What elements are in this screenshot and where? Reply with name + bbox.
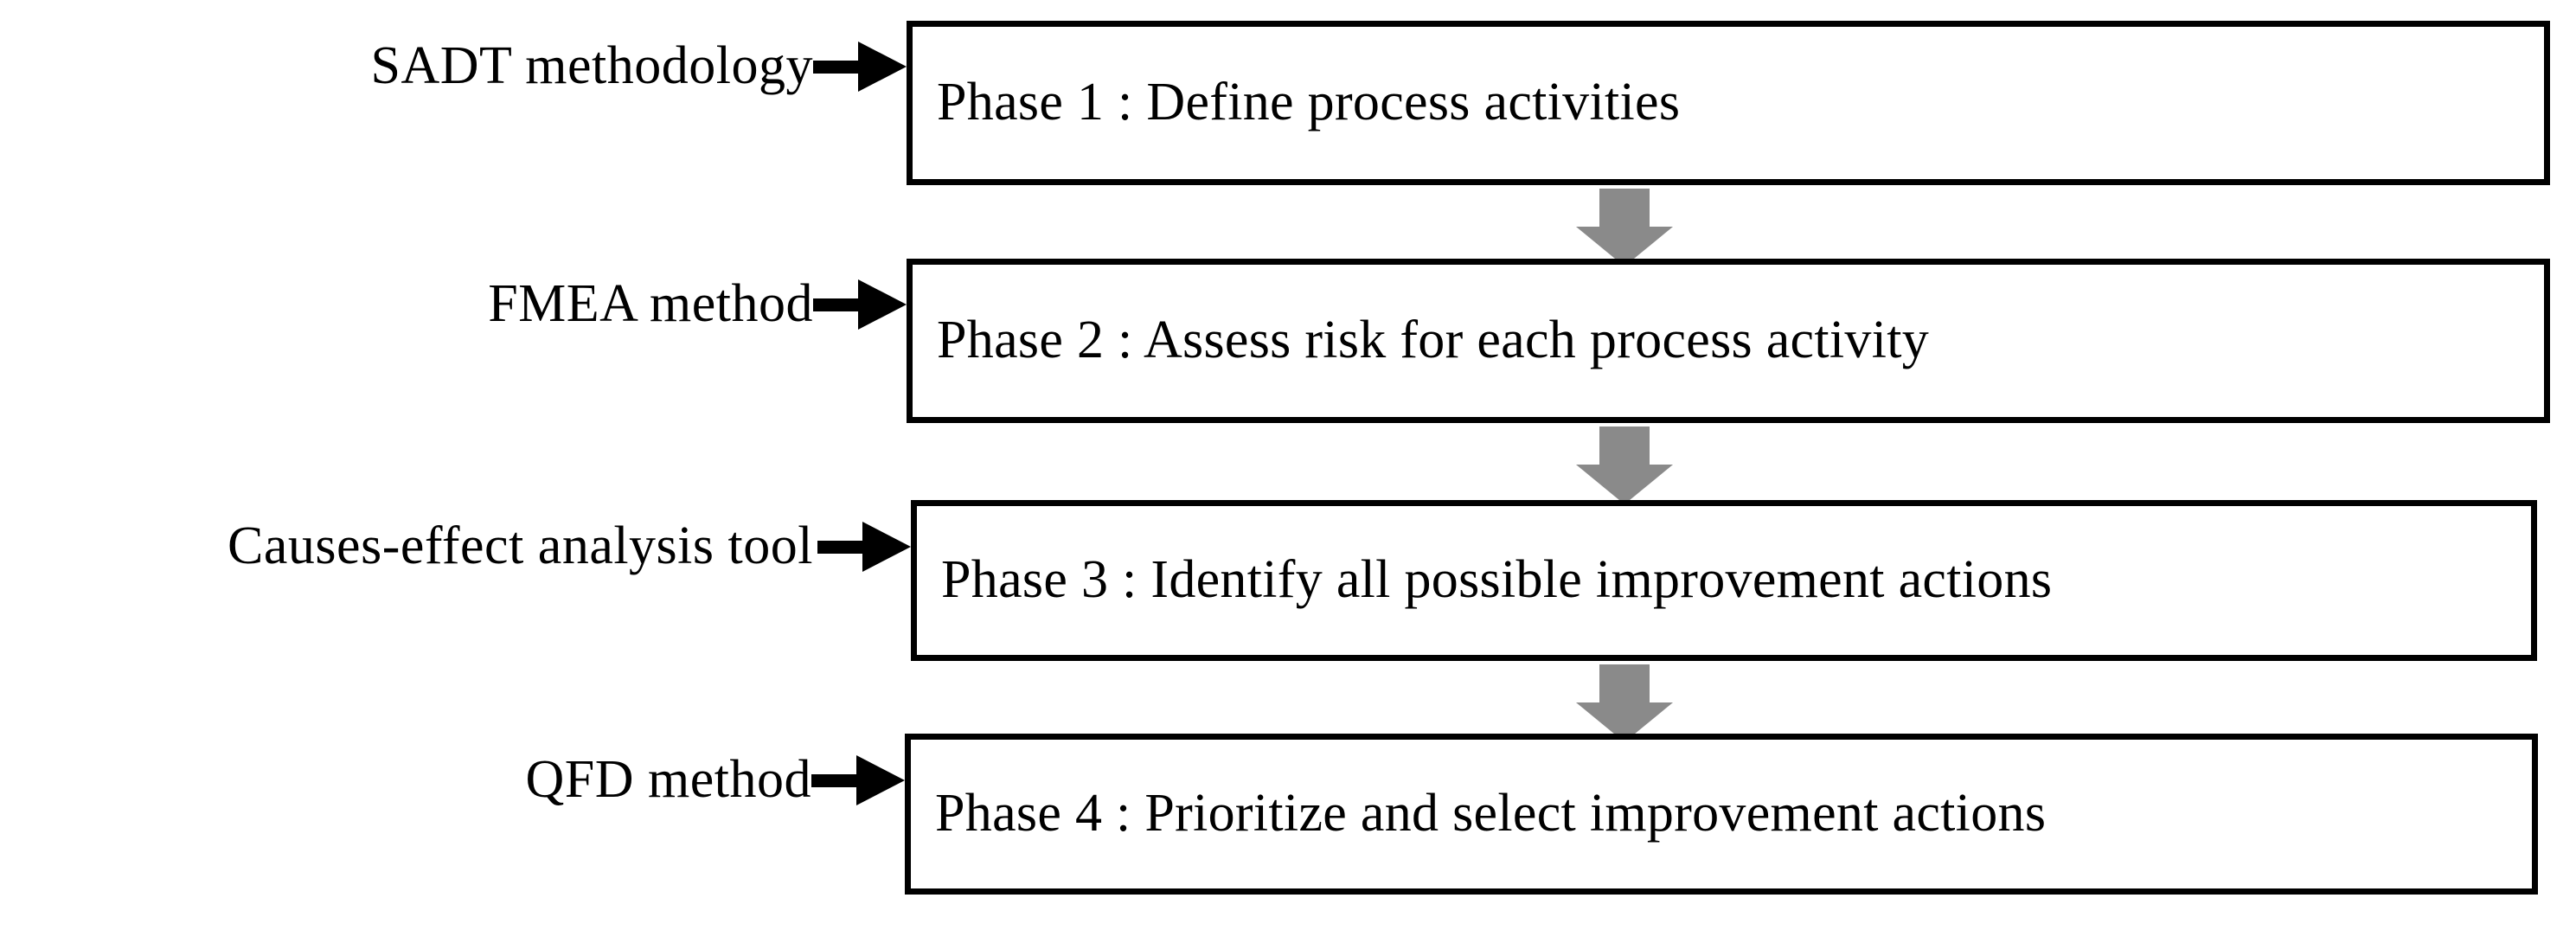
phase-box-3[interactable]: Phase 3 : Identify all possible improvem… xyxy=(911,500,2537,661)
method-label-1: SADT methodology xyxy=(370,36,813,95)
arrow-right-icon-4 xyxy=(811,754,905,807)
arrow-head xyxy=(856,755,905,805)
phase-text-1: Phase 1 : Define process activities xyxy=(937,73,1681,132)
phase-text-3: Phase 3 : Identify all possible improvem… xyxy=(941,550,2053,610)
arrow-right-icon-1 xyxy=(813,40,907,93)
arrow-down-icon-1 xyxy=(1576,189,1673,266)
arrow-head xyxy=(858,42,907,92)
arrow-right-icon-3 xyxy=(817,520,911,574)
arrow-stem xyxy=(1599,664,1650,708)
method-label-4: QFD method xyxy=(525,750,811,809)
arrow-down-icon-2 xyxy=(1576,427,1673,504)
arrow-shaft xyxy=(813,61,867,74)
phase-box-1[interactable]: Phase 1 : Define process activities xyxy=(907,21,2550,185)
arrow-head xyxy=(862,522,911,572)
phase-box-2[interactable]: Phase 2 : Assess risk for each process a… xyxy=(907,259,2550,423)
arrow-shaft xyxy=(813,298,867,311)
arrow-right-icon-2 xyxy=(813,278,907,331)
arrow-down-icon-3 xyxy=(1576,664,1673,742)
arrow-stem xyxy=(1599,189,1650,232)
phase-text-4: Phase 4 : Prioritize and select improvem… xyxy=(935,784,2047,843)
arrow-stem xyxy=(1599,427,1650,470)
method-label-2: FMEA method xyxy=(488,274,813,333)
arrow-head xyxy=(858,279,907,330)
phase-text-2: Phase 2 : Assess risk for each process a… xyxy=(937,311,1930,370)
phase-box-4[interactable]: Phase 4 : Prioritize and select improvem… xyxy=(905,734,2538,895)
arrow-shaft xyxy=(817,541,871,554)
method-label-3: Causes-effect analysis tool xyxy=(227,516,813,575)
arrow-tip xyxy=(1576,465,1673,504)
arrow-shaft xyxy=(811,774,865,787)
